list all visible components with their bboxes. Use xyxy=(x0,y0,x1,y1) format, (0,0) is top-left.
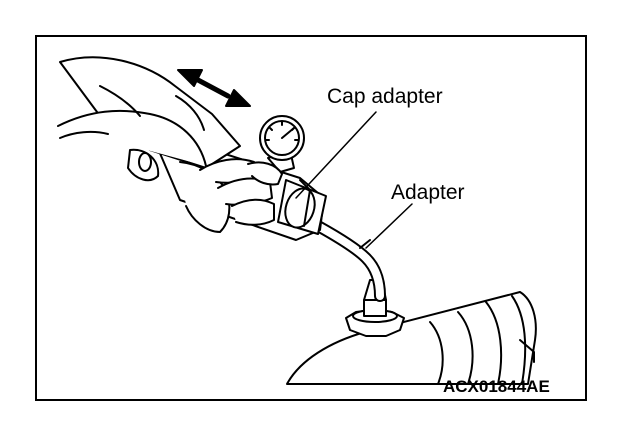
leader-line-cap-adapter xyxy=(295,111,377,199)
radiator-tank xyxy=(286,291,537,385)
label-adapter: Adapter xyxy=(391,181,465,204)
pressure-gauge xyxy=(259,115,305,173)
hand-arm xyxy=(57,56,283,233)
hose xyxy=(312,220,386,302)
figure-code: ACX01844AE xyxy=(443,377,550,396)
label-cap-adapter: Cap adapter xyxy=(327,85,443,108)
push-pull-arrow xyxy=(177,69,251,107)
leader-line-adapter xyxy=(365,203,413,249)
